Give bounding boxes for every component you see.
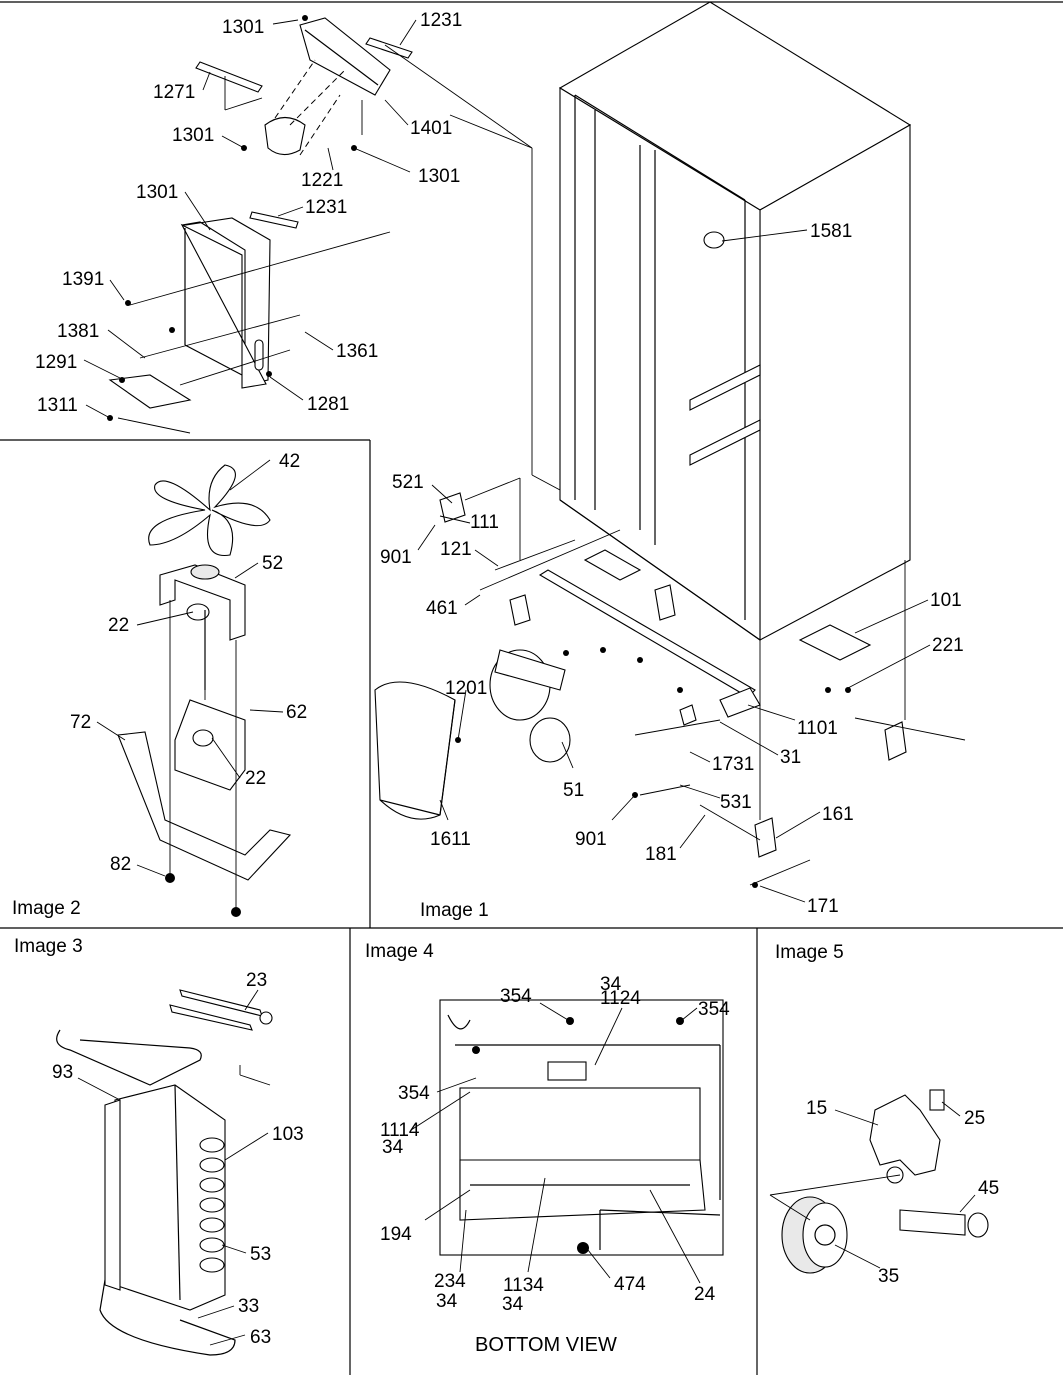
panel-caption-image3: Image 3 [14, 936, 83, 957]
part-label: 1231 [305, 197, 347, 218]
part-label: 1114 [380, 1120, 420, 1141]
part-label: 1301 [418, 166, 460, 187]
part-label: 93 [52, 1062, 73, 1083]
part-label: 42 [279, 451, 300, 472]
part-label: 72 [70, 712, 91, 733]
part-label: 161 [822, 804, 854, 825]
part-label: 33 [238, 1296, 259, 1317]
part-label: 82 [110, 854, 131, 875]
part-label: 461 [426, 598, 458, 619]
part-label: 234 [434, 1271, 466, 1292]
part-label: 15 [806, 1098, 827, 1119]
part-label: 474 [614, 1274, 646, 1295]
part-label: 1124 [600, 988, 641, 1009]
part-labels: 1301 1231 1271 1301 1401 1221 1301 1301 … [35, 10, 999, 1348]
part-label: 31 [780, 747, 801, 768]
part-label: 1361 [336, 341, 378, 362]
part-label: 1231 [420, 10, 462, 31]
panel-caption-image5: Image 5 [775, 942, 844, 963]
part-label: 1381 [57, 321, 99, 342]
part-label: 22 [245, 768, 266, 789]
part-label: 1731 [712, 754, 754, 775]
part-label: 1401 [410, 118, 452, 139]
part-label: 1221 [301, 170, 343, 191]
top-bracket-assembly [195, 15, 533, 156]
part-label: 1271 [153, 82, 195, 103]
part-label: 63 [250, 1327, 271, 1348]
part-label: 221 [932, 635, 964, 656]
part-label: 24 [694, 1284, 716, 1305]
part-label: 111 [470, 512, 499, 533]
part-label: 1291 [35, 352, 77, 373]
part-label: 45 [978, 1178, 999, 1199]
part-label: 51 [563, 780, 584, 801]
part-label: 121 [440, 539, 472, 560]
part-label: 101 [930, 590, 962, 611]
part-label: 521 [392, 472, 424, 493]
part-label: 1391 [62, 269, 104, 290]
bottom-view-drawing [439, 999, 724, 1256]
panel-captions: Image 1 Image 2 Image 3 Image 4 Image 5 … [12, 898, 844, 1356]
bottom-view-caption: BOTTOM VIEW [475, 1334, 617, 1356]
part-label: 354 [398, 1083, 430, 1104]
part-label: 103 [272, 1124, 304, 1145]
part-label: 1101 [797, 718, 838, 739]
fan-motor-assembly [117, 464, 292, 917]
panel-caption-image2: Image 2 [12, 898, 81, 919]
part-label: 1311 [37, 395, 78, 416]
panel-caption-image1: Image 1 [420, 900, 489, 921]
part-label: 1201 [445, 678, 487, 699]
refrigerator-cabinet [449, 1, 912, 820]
leader-lines [77, 19, 976, 1346]
part-label: 25 [964, 1108, 985, 1129]
part-label: 35 [878, 1266, 899, 1287]
part-label: 1301 [222, 17, 264, 38]
part-label: 531 [720, 792, 752, 813]
part-label: 1301 [136, 182, 178, 203]
part-label: 1611 [430, 829, 471, 850]
part-label: 1301 [172, 125, 214, 146]
evaporator-coils [199, 1137, 225, 1273]
part-label: 34 [502, 1294, 524, 1315]
side-bracket-assembly [107, 211, 391, 434]
evaporator-assembly [56, 989, 273, 1356]
part-label: 901 [380, 547, 412, 568]
part-label: 1581 [810, 221, 852, 242]
part-label: 901 [575, 829, 607, 850]
part-label: 34 [600, 974, 622, 995]
panel-caption-image4: Image 4 [365, 941, 434, 962]
part-label: 354 [698, 999, 730, 1020]
part-label: 22 [108, 615, 129, 636]
part-label: 62 [286, 702, 307, 723]
part-label: 53 [250, 1244, 271, 1265]
part-label: 354 [500, 986, 532, 1007]
part-label: 1281 [307, 394, 349, 415]
part-label: 52 [262, 553, 283, 574]
part-label: 181 [645, 844, 677, 865]
part-label: 34 [436, 1291, 458, 1312]
part-label: 1134 [503, 1275, 544, 1296]
part-label: 171 [807, 896, 839, 917]
part-label: 23 [246, 970, 267, 991]
roller-assembly [769, 1089, 989, 1274]
part-label: 34 [382, 1137, 404, 1158]
base-assembly [374, 477, 966, 888]
part-label: 194 [380, 1224, 412, 1245]
